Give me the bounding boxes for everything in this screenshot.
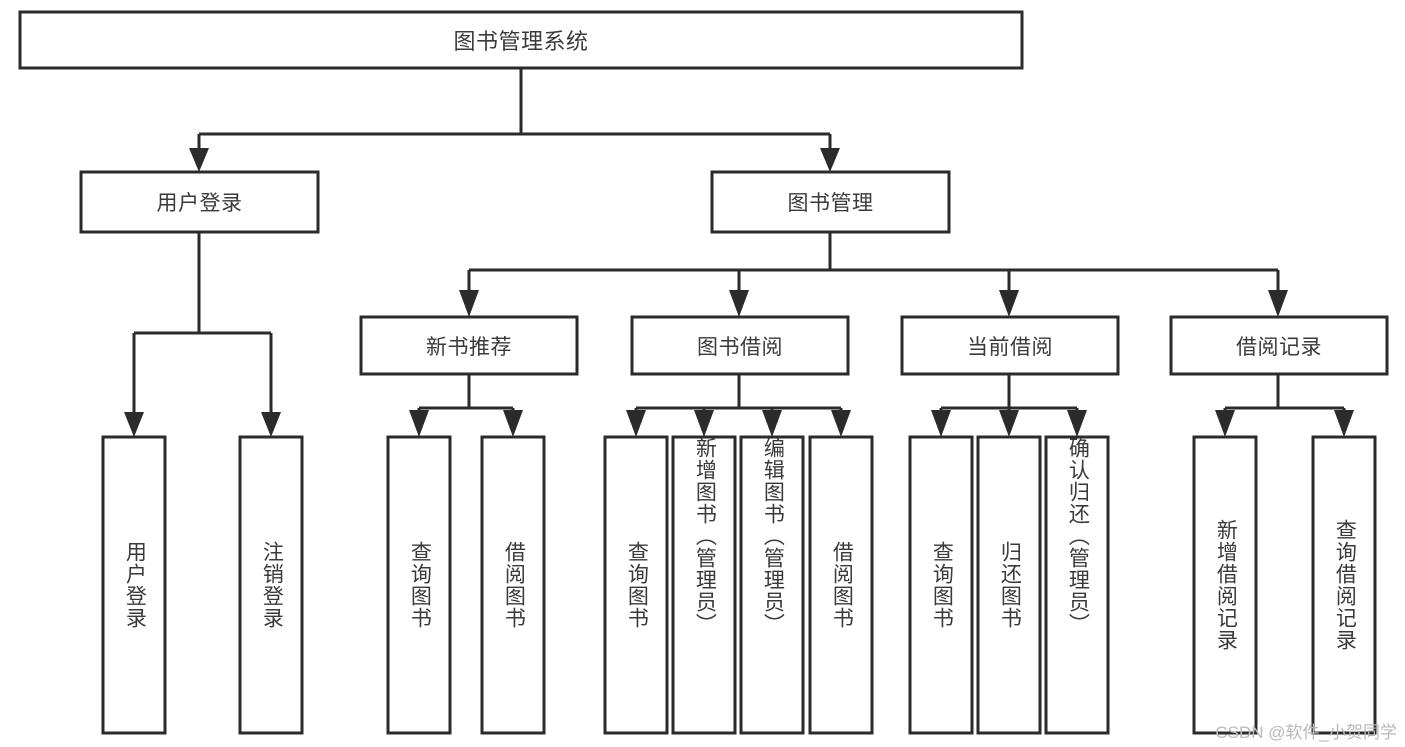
node-box-current-borrow[interactable]: [900, 315, 1120, 376]
arrow-ul-leaf1: [124, 412, 144, 437]
connector-group-current-borrow: [931, 374, 1087, 437]
connector-group-borrow-record: [1215, 374, 1354, 437]
arrow-cb-l1: [931, 410, 951, 437]
node-box-root[interactable]: [18, 10, 1024, 70]
leaf-box-current-borrow-0[interactable]: [908, 435, 974, 735]
leaf-box-borrow-record-0[interactable]: [1192, 435, 1258, 735]
node-box-book-borrow[interactable]: [630, 315, 850, 376]
node-box-user-login[interactable]: [79, 170, 320, 234]
leaf-box-borrow-record-1[interactable]: [1311, 435, 1377, 735]
arrow-bm-to-c4: [1268, 290, 1288, 317]
arrow-bb-l1: [626, 410, 646, 437]
leaf-box-current-borrow-2[interactable]: [1044, 435, 1110, 735]
arrow-bb-l3: [762, 410, 782, 437]
leaf-box-new-book-1[interactable]: [480, 435, 546, 735]
node-box-book-management[interactable]: [710, 170, 951, 234]
arrow-bb-l2: [694, 410, 714, 437]
arrow-br-l2: [1334, 410, 1354, 437]
arrow-bb-l4: [831, 410, 851, 437]
arrow-nb-l1: [409, 410, 429, 437]
leaf-box-book-borrow-2[interactable]: [739, 435, 805, 735]
leaf-box-current-borrow-1[interactable]: [976, 435, 1042, 735]
arrow-br-l1: [1215, 410, 1235, 437]
arrow-bm-to-c2: [729, 290, 749, 317]
arrow-nb-l2: [503, 410, 523, 437]
node-box-new-book-recommend[interactable]: [359, 315, 579, 376]
arrow-cb-l3: [1067, 410, 1087, 437]
arrow-root-to-user-login: [189, 148, 209, 172]
connector-group-book-borrow: [626, 374, 851, 437]
leaf-box-book-borrow-1[interactable]: [671, 435, 737, 735]
connector-group-book-mgmt: [459, 232, 1288, 317]
arrow-bm-to-c1: [459, 290, 479, 317]
leaf-box-book-borrow-3[interactable]: [808, 435, 874, 735]
connector-group-root: [189, 68, 840, 172]
node-box-borrow-record[interactable]: [1169, 315, 1389, 376]
leaf-box-user-login-0[interactable]: [101, 435, 167, 735]
arrow-root-to-book-mgmt: [820, 148, 840, 172]
connector-group-new-book: [409, 374, 523, 437]
leaf-box-user-login-1[interactable]: [238, 435, 304, 735]
leaf-box-new-book-0[interactable]: [386, 435, 452, 735]
arrow-cb-l2: [999, 410, 1019, 437]
connector-group-user-login: [124, 232, 281, 437]
arrow-bm-to-c3: [999, 290, 1019, 317]
arrow-ul-leaf2: [261, 412, 281, 437]
leaf-box-book-borrow-0[interactable]: [603, 435, 669, 735]
